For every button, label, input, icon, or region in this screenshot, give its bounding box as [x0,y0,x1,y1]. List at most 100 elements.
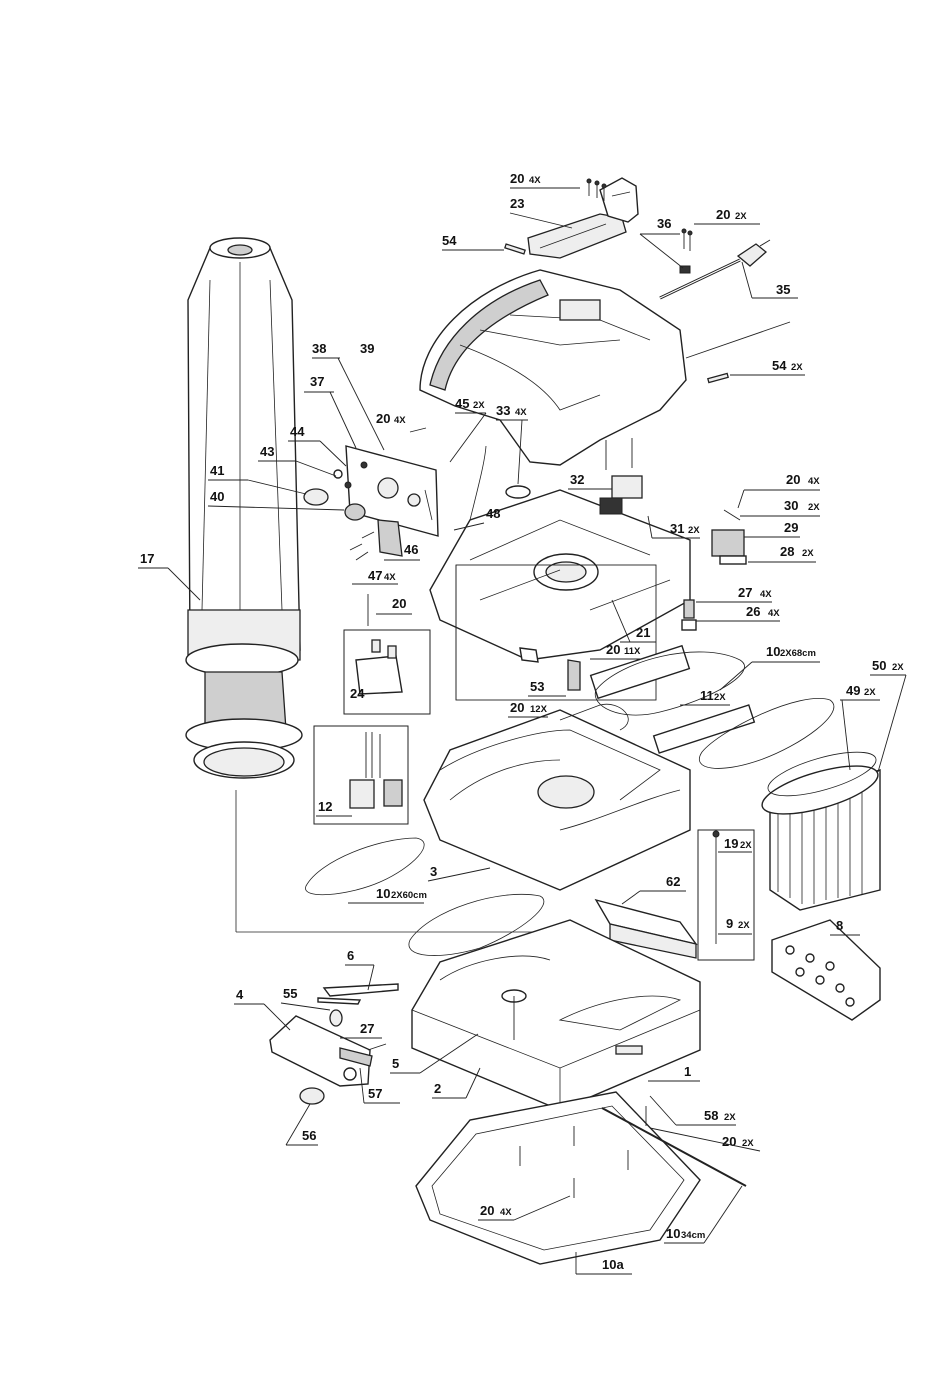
callout-54: 54 [442,233,504,250]
relay-29 [712,510,746,564]
quantity: 12X [530,704,548,715]
part-number: 20 [510,700,524,715]
callout-47-4x: 47 4X [352,568,398,584]
callout-29: 29 [744,520,800,537]
part-number: 35 [776,282,790,297]
cartridge-filter [757,743,882,910]
part-number: 12 [318,799,332,814]
top-cover [420,270,790,465]
part-number: 53 [530,679,544,694]
quantity: 2X [864,687,876,698]
switch-46 [378,520,402,556]
quantity: 4X [384,572,396,583]
part-number: 3 [430,864,437,879]
quantity: 2X [791,362,803,373]
callout-37: 37 [304,374,356,448]
callout-56: 56 [286,1104,318,1145]
quantity: 4X [394,415,406,426]
quantity: 11X [624,646,641,657]
part-number: 10a [602,1257,624,1272]
callout-24: 24 [350,686,365,701]
callout-23: 23 [510,196,572,228]
part-number: 36 [657,216,671,231]
screws-47 [350,532,374,560]
callout-12: 12 [316,799,352,816]
pin-54 [505,244,525,254]
callout-58-2x: 58 2X [650,1096,736,1125]
part-number: 21 [636,625,650,640]
power-cable [660,240,770,298]
part-number: 9 [726,916,733,931]
quantity: 2X [892,662,904,673]
transformer-32 [600,438,642,514]
callout-20-4x-panel: 20 4X [376,411,426,432]
callout-11-2x: 11 2X [680,688,730,705]
callout-20-single: 20 [376,596,412,614]
quantity: 2X [735,211,747,222]
terminal-26-27 [682,600,696,630]
quantity: 2X [808,502,820,513]
part-number: 49 [846,683,860,698]
callout-50-2x: 50 2X [870,658,906,772]
quantity: 4X [500,1207,512,1218]
part-number: 47 [368,568,382,583]
quantity: 2X [714,692,726,703]
callout-53: 53 [528,679,566,696]
latch-53 [568,660,580,690]
callout-28-2x: 28 2X [748,544,816,562]
strip-6 [318,984,398,1004]
part-number: 20 [392,596,406,611]
callout-20-2x-cable: 20 2X [694,207,760,224]
callout-26-4x: 26 4X [696,604,780,621]
quantity: 34cm [681,1230,705,1241]
quantity: 4X [529,175,541,186]
part-number: 45 [455,396,469,411]
quantity: 4X [515,407,527,418]
part-number: 30 [784,498,798,513]
part-number: 37 [310,374,324,389]
part-number: 2 [434,1081,441,1096]
callout-3: 3 [428,864,490,881]
part-number: 10 [766,644,780,659]
quantity: 4X [768,608,780,619]
callout-38: 38 [312,341,384,450]
callout-4: 4 [234,987,290,1030]
part-number: 39 [360,341,374,356]
callout-35: 35 [742,262,798,298]
part-number: 20 [376,411,390,426]
quantity: 4X [808,476,820,487]
callout-45-2x: 45 2X [450,396,486,462]
part-number: 28 [780,544,794,559]
part-number: 29 [784,520,798,535]
quantity: 2X68cm [780,648,816,659]
clip-33 [506,486,530,498]
callout-20-12x: 20 12X [508,700,548,717]
callout-36: 36 [640,216,683,268]
part-number: 10 [666,1226,680,1241]
callout-32: 32 [568,472,612,489]
part-number: 10 [376,886,390,901]
callout-49-2x: 49 2X [840,683,880,770]
part-number: 20 [786,472,800,487]
part-number: 5 [392,1056,399,1071]
callout-9-2x: 9 2X [718,916,752,934]
part-number: 20 [510,171,524,186]
part-number: 62 [666,874,680,889]
part-number: 48 [486,506,500,521]
part-number: 19 [724,836,738,851]
part-number: 55 [283,986,297,1001]
part-number: 4 [236,987,244,1002]
quantity: 2X60cm [391,890,427,901]
mid-chassis [424,704,690,890]
part-number: 31 [670,521,684,536]
callout-10-2x68cm: 10 2X68cm [720,644,820,690]
part-number: 41 [210,463,224,478]
callout-44: 44 [288,424,346,466]
callout-19-2x: 19 2X [718,836,752,852]
callout-10-2x60cm: 10 2X60cm [348,886,427,903]
part-number: 27 [738,585,752,600]
callout-62: 62 [622,874,686,904]
part-number: 38 [312,341,326,356]
part-number: 6 [347,948,354,963]
